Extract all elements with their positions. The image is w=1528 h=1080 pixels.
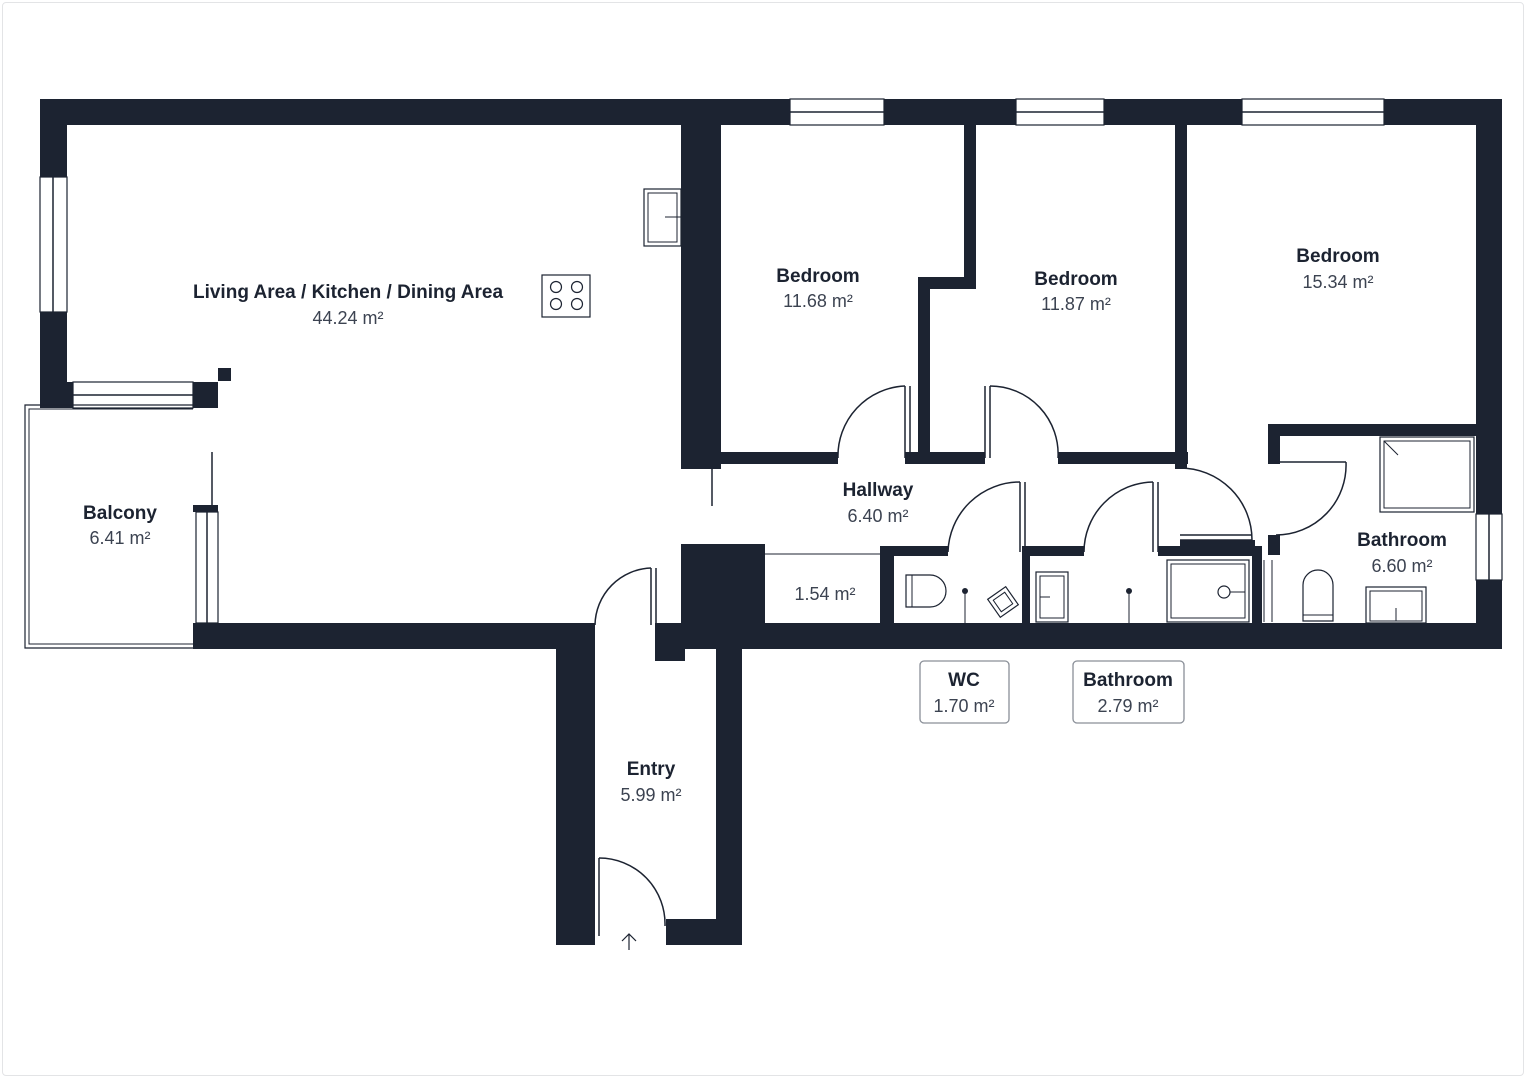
walls (40, 99, 1502, 945)
room-area-bathroom-main: 6.60 m² (1371, 556, 1432, 576)
room-name-entry: Entry (627, 759, 676, 780)
bathroom-window-frame (1263, 560, 1273, 622)
room-label-bathroom-small: Bathroom 2.79 m² (1083, 670, 1173, 716)
toilet-icon (1302, 569, 1334, 622)
bathroom-small-label-box (1072, 660, 1185, 724)
room-label-balcony: Balcony 6.41 m² (83, 503, 157, 548)
room-area-storage: 1.54 m² (794, 584, 855, 604)
toilet-icon (905, 574, 947, 608)
room-area-wc: 1.70 m² (933, 696, 994, 716)
room-name-bathroom-main: Bathroom (1357, 530, 1447, 551)
room-label-living: Living Area / Kitchen / Dining Area 44.2… (193, 282, 503, 328)
washbasin-icon (1035, 571, 1069, 623)
room-name-bedroom-3: Bedroom (1296, 246, 1379, 267)
room-area-bedroom-1: 11.68 m² (783, 291, 853, 311)
washbasin-icon (962, 585, 1020, 623)
bathtub-icon (1379, 436, 1475, 513)
room-name-wc: WC (948, 670, 980, 691)
shower-icon (1126, 559, 1250, 623)
room-area-entry: 5.99 m² (620, 785, 681, 805)
windows (39, 98, 1503, 624)
stove-icon (541, 274, 591, 318)
room-label-bedroom-1: Bedroom 11.68 m² (776, 266, 859, 311)
room-label-hallway: Hallway 6.40 m² (843, 480, 914, 526)
room-name-hallway: Hallway (843, 480, 914, 501)
entrance-arrow-icon (621, 933, 637, 950)
room-label-entry: Entry 5.99 m² (620, 759, 681, 805)
room-label-bedroom-2: Bedroom 11.87 m² (1034, 269, 1117, 314)
room-name-balcony: Balcony (83, 503, 157, 524)
wc-label-box (919, 660, 1010, 724)
room-label-wc: WC 1.70 m² (933, 670, 994, 716)
room-name-bedroom-2: Bedroom (1034, 269, 1117, 290)
room-name-bathroom-small: Bathroom (1083, 670, 1173, 691)
room-label-bathroom-main: Bathroom 6.60 m² (1357, 530, 1447, 576)
room-name-living: Living Area / Kitchen / Dining Area (193, 282, 503, 303)
room-area-hallway: 6.40 m² (847, 506, 908, 526)
room-area-bedroom-3: 15.34 m² (1302, 272, 1373, 292)
room-area-bathroom-small: 2.79 m² (1097, 696, 1158, 716)
sink-icon (643, 188, 682, 247)
balcony-outline (24, 404, 193, 649)
room-area-balcony: 6.41 m² (89, 528, 150, 548)
room-label-bedroom-3: Bedroom 15.34 m² (1296, 246, 1379, 292)
room-area-living: 44.24 m² (312, 308, 383, 328)
room-name-bedroom-1: Bedroom (776, 266, 859, 287)
doors (593, 385, 1347, 936)
room-label-storage: 1.54 m² (794, 584, 855, 604)
washbasin-icon (1365, 586, 1427, 624)
room-area-bedroom-2: 11.87 m² (1041, 294, 1111, 314)
